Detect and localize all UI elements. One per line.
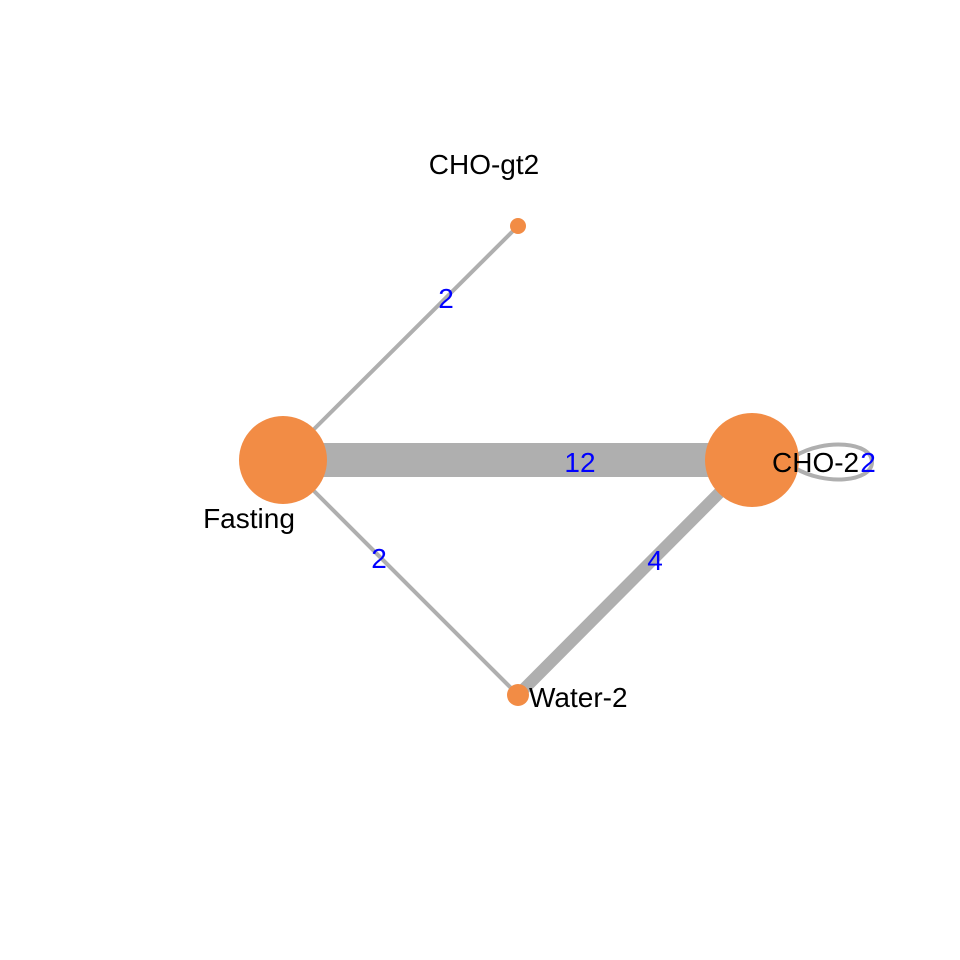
edge-label-fasting-water-2: 2 [371,543,387,574]
edge-fasting-cho-gt2 [281,224,520,462]
edge-label-fasting-cho-2: 12 [564,447,595,478]
nodes [239,218,799,706]
node-label-water-2: Water-2 [529,682,628,713]
edge-fasting-water-2 [281,458,520,697]
edge-label-cho-2-self-loop: 2 [860,447,876,478]
node-cho-2 [705,413,799,507]
edge-label-cho-2-water-2: 4 [647,545,663,576]
edge-labels: 2 12 2 4 2 [371,283,876,576]
node-water-2 [507,684,529,706]
node-cho-gt2 [510,218,526,234]
edge-label-fasting-cho-gt2: 2 [438,283,454,314]
node-labels: CHO-gt2 Fasting CHO-2 Water-2 [203,149,859,713]
edge-cho-2-water-2 [513,455,757,700]
node-label-cho-2: CHO-2 [772,447,859,478]
edge-cho-2-self-loop [793,442,875,482]
node-fasting [239,416,327,504]
edges [281,224,875,700]
node-label-cho-gt2: CHO-gt2 [429,149,539,180]
node-label-fasting: Fasting [203,503,295,534]
